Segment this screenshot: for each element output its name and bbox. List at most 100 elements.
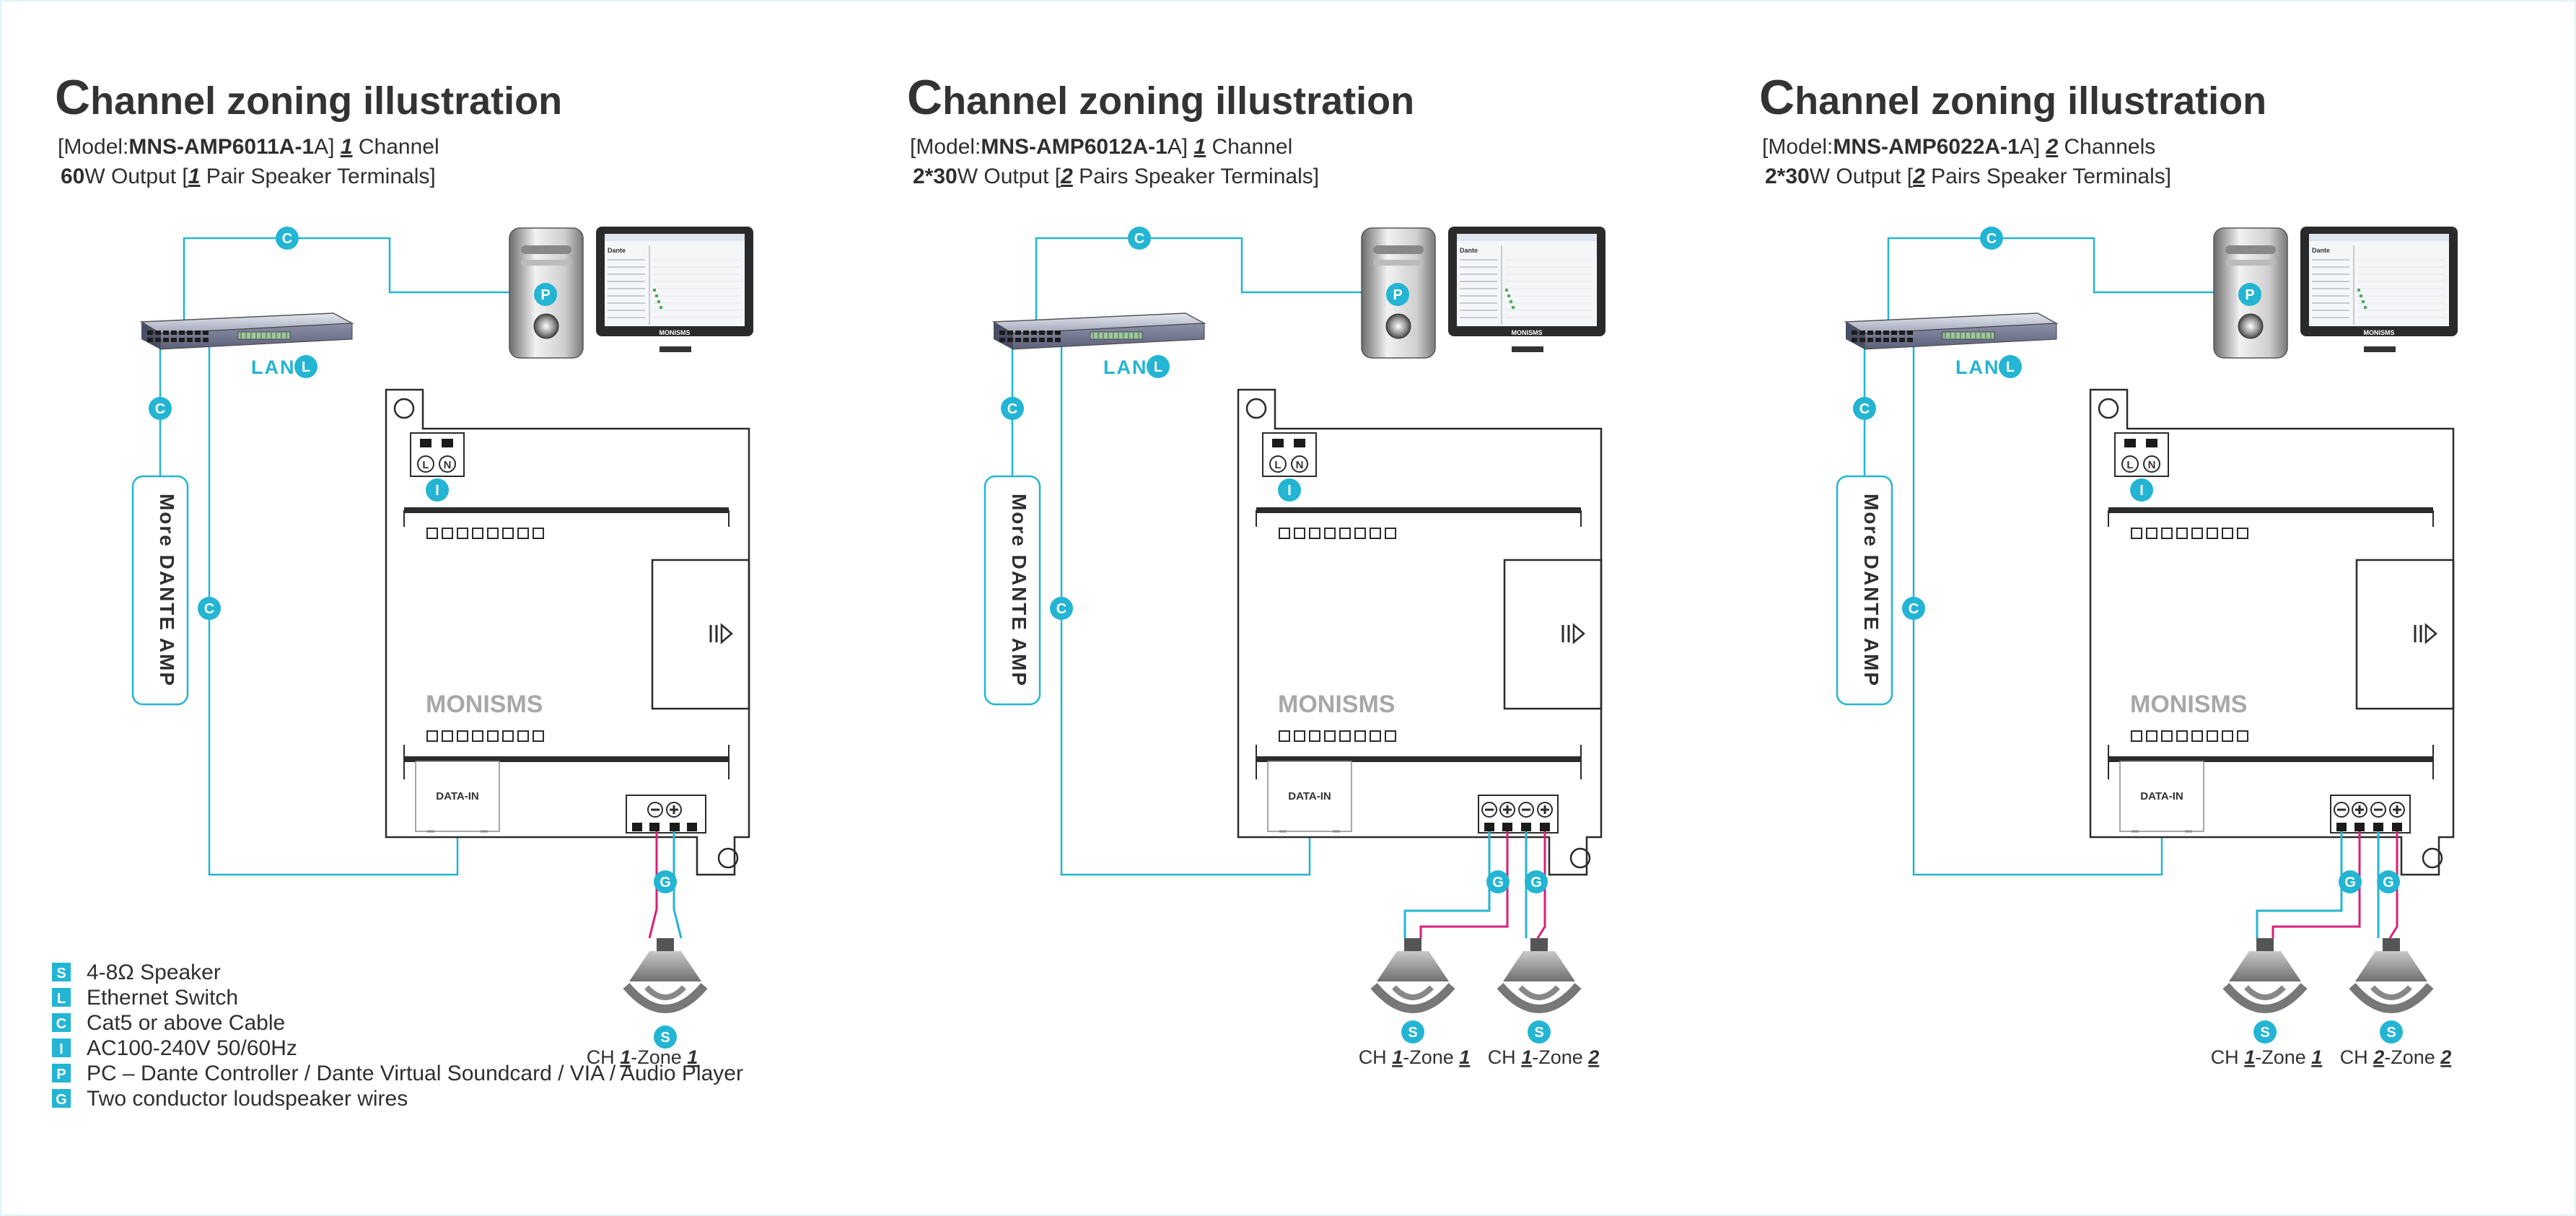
wire-positive [648, 831, 658, 939]
speaker-body [629, 951, 701, 981]
output-line: 2*30W Output [2 Pairs Speaker Terminals] [913, 165, 1319, 188]
pc-badge: P [1386, 283, 1409, 306]
switch-side [1846, 322, 1865, 349]
terminal-screw [442, 439, 453, 447]
terminal-screw [2354, 823, 2365, 831]
badge-letter: I [2139, 483, 2144, 499]
zone-mid: -Zone [1532, 1046, 1588, 1068]
zone-number: 1 [1459, 1046, 1470, 1068]
screen-check [2357, 289, 2360, 292]
badge-circle [1128, 227, 1151, 250]
terminal-screw [1502, 823, 1512, 831]
switch-port [1015, 331, 1021, 335]
speaker-mount [2383, 938, 2400, 951]
lan-label: LAN [1955, 357, 2000, 378]
data-in-port [2119, 761, 2204, 832]
zone-mid: -Zone [2255, 1046, 2311, 1068]
wire-badge-2: G [1525, 870, 1548, 893]
switch-port [1852, 338, 1857, 342]
wire-badge-1: G [1486, 870, 1510, 893]
zone-label-1: CH 1-Zone 1 [1359, 1046, 1471, 1068]
legend-key-box [52, 1064, 71, 1082]
switch-port [1899, 331, 1905, 335]
switch-port [203, 331, 209, 335]
screen-check [2362, 300, 2365, 303]
power-badge: I [1278, 478, 1301, 502]
channel-count: 2 [2045, 135, 2058, 159]
badge-circle [149, 397, 172, 420]
channel-word: Channels [2058, 135, 2155, 159]
zone-number: 1 [2311, 1046, 2322, 1068]
switch-port [1891, 338, 1897, 342]
indicator-square [1370, 528, 1381, 539]
neutral-terminal-label: N [1296, 459, 1304, 471]
lan-label: LAN [1103, 357, 1148, 378]
speaker-cone-inner [1392, 985, 1434, 1000]
lan-badge: L [294, 355, 317, 378]
badge-circle [198, 597, 221, 620]
badge-letter: G [1530, 875, 1542, 891]
switch-port [1907, 331, 1913, 335]
zone-channel: 1 [1392, 1046, 1403, 1068]
brand-label: MONISMS [426, 691, 543, 718]
indicator-square [1279, 528, 1290, 539]
speaker-body [2355, 951, 2427, 981]
screen-check [653, 289, 656, 292]
badge-circle [1486, 870, 1510, 893]
indicator-square [2161, 528, 2173, 539]
speaker-mount [657, 938, 674, 951]
indicator-square [2237, 730, 2248, 742]
switch-port [195, 331, 201, 335]
terminal-screw [2146, 439, 2157, 447]
wire-badge: G [654, 870, 677, 893]
neutral-terminal [1291, 455, 1308, 473]
switch-port [1875, 338, 1881, 342]
badge-letter: I [435, 483, 439, 499]
indicator-square [2191, 730, 2203, 742]
zone-label-2: CH 1-Zone 2 [1488, 1046, 1600, 1068]
zone-mid: -Zone [1403, 1046, 1459, 1068]
badge-circle [534, 283, 557, 306]
monitor-stand [1512, 346, 1543, 352]
terminal-screw [1521, 823, 1531, 831]
indicator-square [1354, 528, 1366, 539]
badge-circle [1401, 1020, 1424, 1044]
wire-badge-1: G [2339, 870, 2362, 893]
badge-circle [1980, 227, 2003, 250]
switch-port [1031, 331, 1037, 335]
model-name: MNS-AMP6011A-1 [128, 135, 314, 159]
switch-port [1023, 331, 1029, 335]
switch-port [1039, 338, 1045, 342]
badge-letter: G [1492, 875, 1504, 891]
neutral-terminal [2143, 455, 2160, 473]
switch-port [163, 331, 169, 335]
neutral-terminal-label: N [2148, 459, 2156, 471]
indicator-square [472, 528, 483, 539]
monitor-stand [660, 346, 691, 352]
tower-drive [2225, 260, 2276, 266]
power-badge: I [2130, 478, 2153, 502]
data-in-label: DATA-IN [2140, 790, 2183, 802]
switch-port [147, 331, 153, 335]
switch-port [195, 338, 201, 342]
tower-drive [1373, 260, 1424, 266]
monitor-screen [2309, 234, 2449, 326]
legend-text: Cat5 or above Cable [87, 1011, 285, 1035]
wire-negative [673, 831, 683, 939]
badge-circle [276, 227, 299, 250]
model-name: MNS-AMP6012A-1 [981, 135, 1167, 159]
power-terminal-block [410, 432, 465, 477]
monitor-screen [605, 234, 745, 326]
badge-circle [2377, 870, 2400, 893]
ethernet-switch [139, 312, 354, 350]
switch-port [999, 338, 1005, 342]
zone-channel: 1 [620, 1046, 631, 1068]
switch-port [1047, 338, 1053, 342]
legend-text: PC – Dante Controller / Dante Virtual So… [87, 1062, 743, 1085]
badge-letter: S [2260, 1025, 2269, 1041]
switch-port [155, 338, 161, 342]
badge-circle [2339, 870, 2362, 893]
badge-letter: L [2006, 359, 2015, 375]
zone-prefix: CH [1359, 1046, 1393, 1068]
